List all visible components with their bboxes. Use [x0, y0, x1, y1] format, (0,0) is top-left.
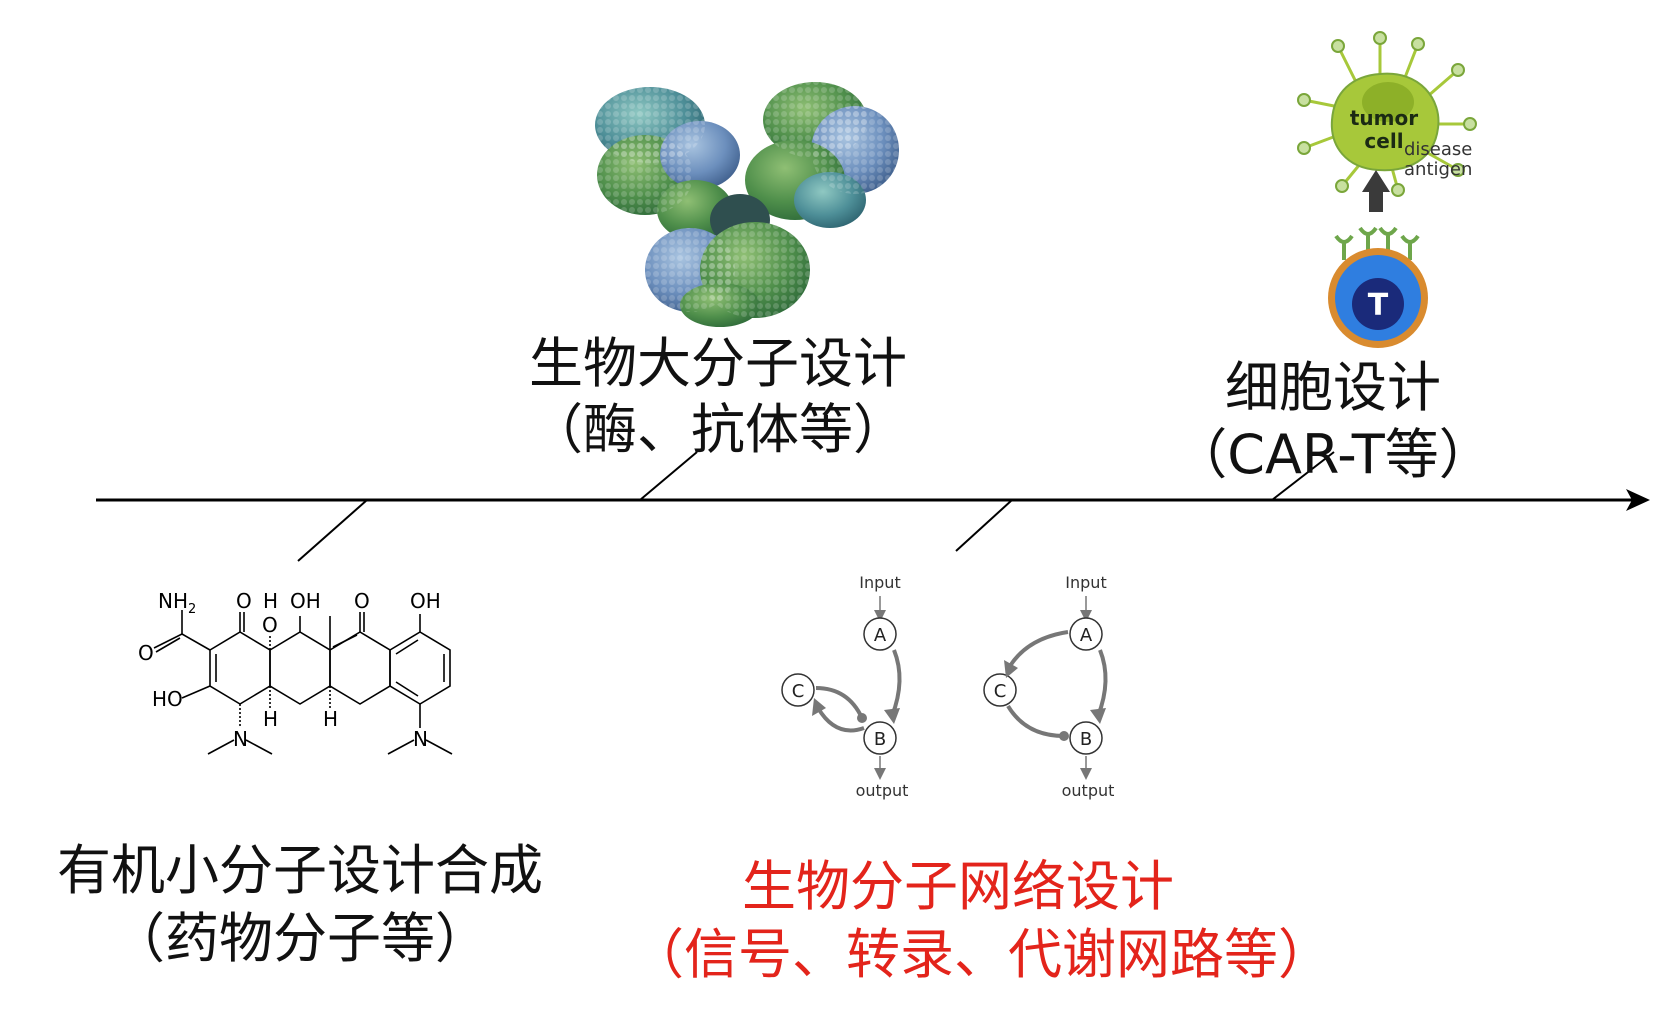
motif1-node-b: B: [874, 729, 886, 750]
label-h1: H: [263, 590, 278, 613]
motif1-input-label: Input: [859, 573, 900, 592]
small-molecule-title: 有机小分子设计合成: [57, 839, 543, 902]
tumor-label-2: cell: [1364, 129, 1403, 153]
network-title: 生物分子网络设计: [742, 855, 1174, 918]
network-motif-2: Input A B C output: [983, 573, 1115, 800]
network-subtitle: （信号、转录、代谢网路等）: [630, 923, 1332, 986]
label-o2: O: [354, 590, 370, 613]
antibody-stem: [645, 194, 810, 327]
network-diagrams: Input A B C output Input A B C output: [781, 573, 1115, 800]
t-cell-icon: T: [1328, 226, 1428, 348]
antigen-label-2: antigen: [1404, 159, 1472, 180]
connector-cell: [1271, 451, 1335, 501]
network-motif-1: Input A B C output: [781, 573, 909, 800]
label-h2: H: [263, 707, 278, 731]
motif1-node-c: C: [792, 681, 805, 702]
macromolecule-subtitle: （酶、抗体等）: [529, 398, 907, 461]
label-o1: O: [236, 590, 252, 613]
label-ho: HO: [152, 687, 183, 711]
label-oh1: OH: [290, 590, 321, 613]
motif2-node-a: A: [1080, 625, 1093, 646]
up-arrow-icon: [1362, 170, 1390, 212]
motif2-input-label: Input: [1065, 573, 1106, 592]
connector-small-molecule: [297, 499, 368, 562]
macromolecule-title: 生物大分子设计: [529, 332, 907, 395]
label-n2: N: [413, 727, 428, 751]
antibody-illustration: [595, 82, 899, 327]
connector-network: [955, 499, 1013, 552]
tumor-cell-icon: tumor cell: [1297, 31, 1477, 197]
label-h3: H: [323, 707, 338, 731]
connector-macromolecule: [639, 451, 698, 501]
label-o-ring: O: [262, 613, 278, 637]
t-cell-label: T: [1368, 288, 1389, 323]
car-t-illustration: tumor cell disease antigen T: [1297, 31, 1477, 348]
small-molecule-structure: NH2 O H OH O OH O O HO N H H N: [138, 590, 453, 755]
label-nh2: NH2: [158, 590, 196, 617]
cell-title: 细胞设计: [1225, 356, 1441, 419]
timeline-arrowhead: [1626, 489, 1650, 511]
motif2-output-label: output: [1062, 781, 1115, 800]
antigen-label-1: disease: [1404, 139, 1472, 160]
label-n1: N: [233, 727, 248, 751]
motif1-output-label: output: [856, 781, 909, 800]
label-o-amide: O: [138, 641, 154, 665]
label-oh2: OH: [410, 590, 441, 613]
motif2-node-c: C: [994, 681, 1007, 702]
antibody-right-arm: [745, 82, 899, 228]
motif2-node-b: B: [1080, 729, 1092, 750]
tumor-label-1: tumor: [1350, 106, 1418, 130]
motif1-node-a: A: [874, 625, 887, 646]
cell-subtitle: （CAR-T等）: [1173, 423, 1493, 486]
small-molecule-subtitle: （药物分子等）: [111, 907, 489, 970]
